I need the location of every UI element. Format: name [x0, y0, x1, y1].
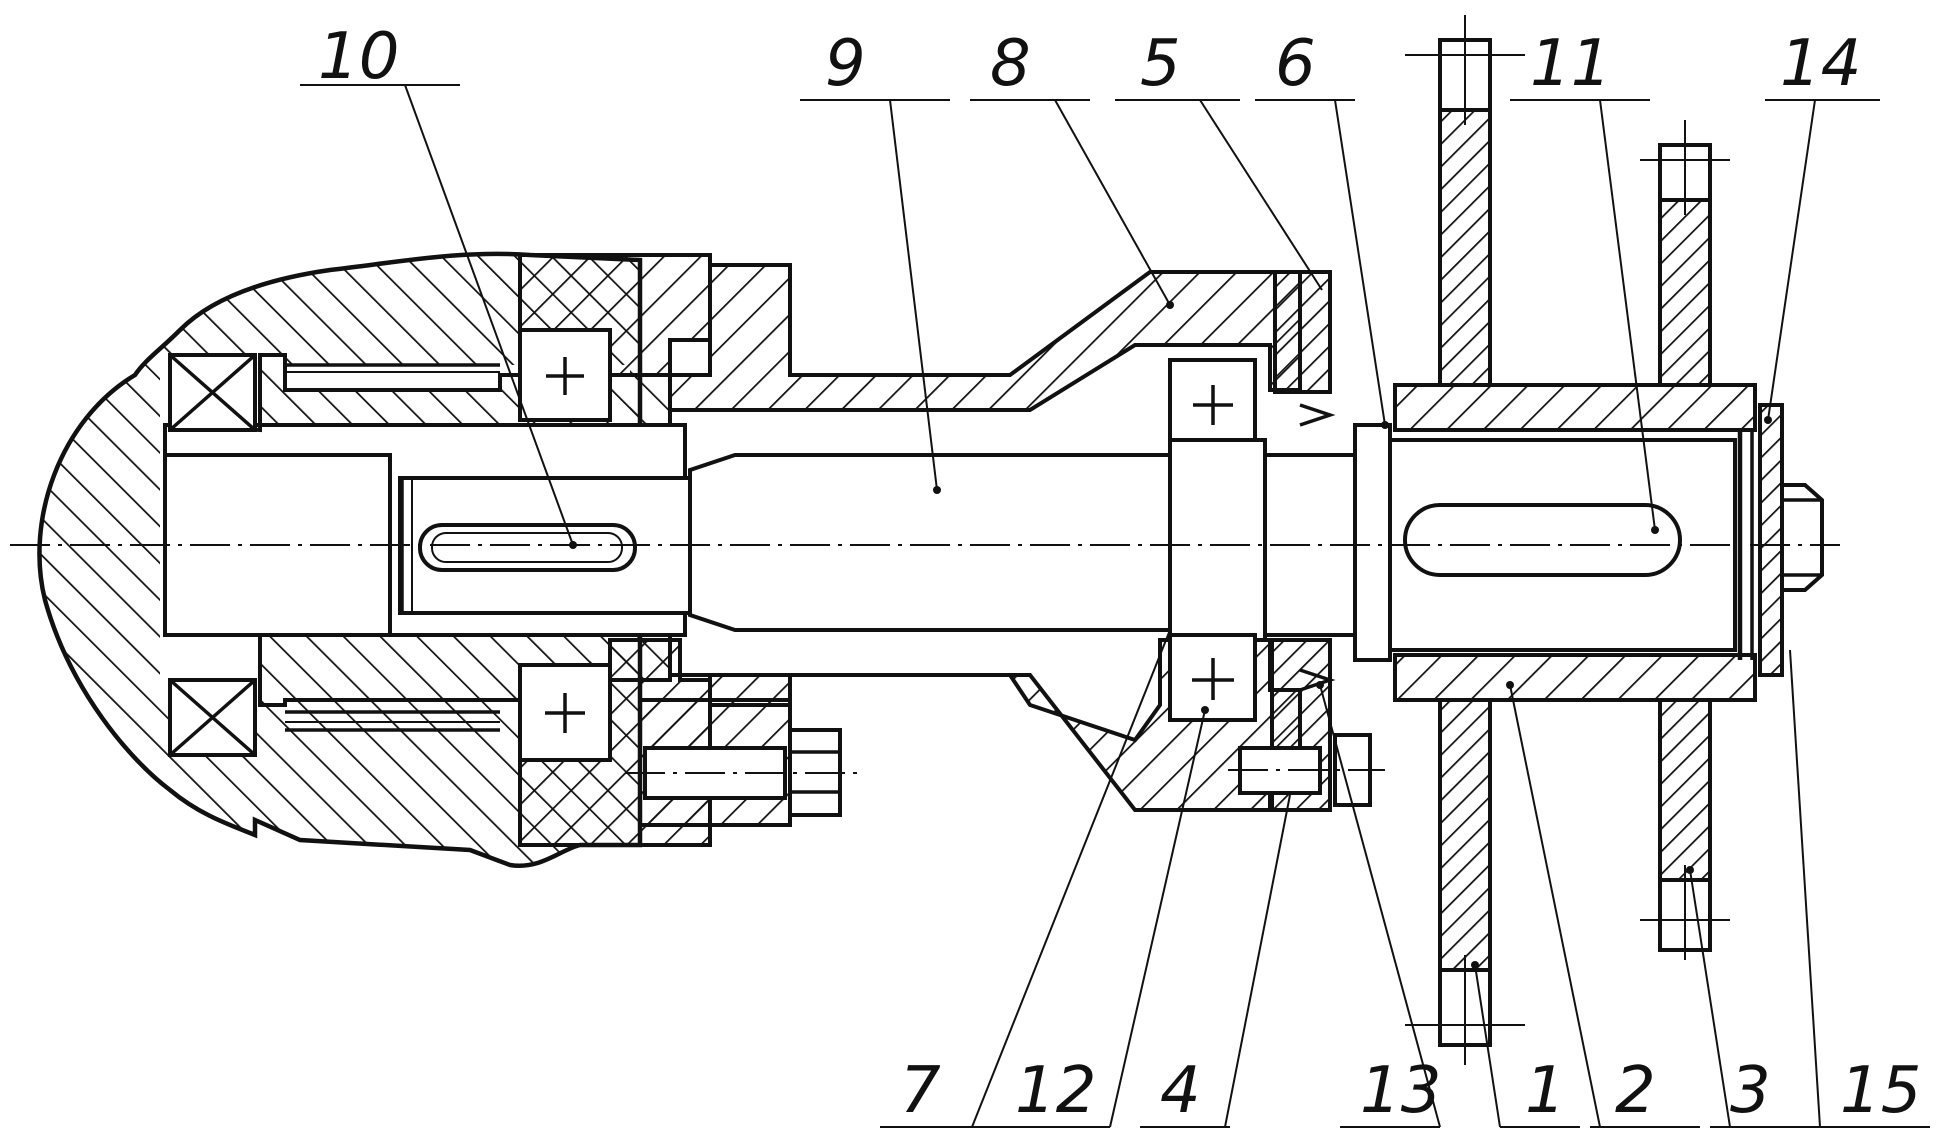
- bolts: [625, 728, 1385, 817]
- shaft-9: [688, 423, 1754, 662]
- callout-1: 1: [1525, 1054, 1566, 1128]
- callout-3: 3: [1730, 1054, 1771, 1128]
- callout-14: 14: [1780, 27, 1861, 101]
- callout-9: 9: [825, 27, 866, 101]
- callout-15: 15: [1840, 1054, 1921, 1128]
- leader-lines: [300, 84, 1930, 1128]
- end-washer-bolt: [1758, 403, 1824, 677]
- sprocket-3: [1640, 120, 1730, 960]
- callout-13: 13: [1360, 1054, 1441, 1128]
- sprocket-1: [1405, 15, 1525, 1065]
- callout-8: 8: [990, 27, 1031, 101]
- callout-7: 7: [900, 1054, 941, 1128]
- callout-4: 4: [1160, 1054, 1201, 1128]
- callout-10: 10: [318, 20, 399, 94]
- callout-5: 5: [1140, 27, 1181, 101]
- left-bearings: [518, 328, 612, 762]
- callout-labels: 10 9 8 5 6 11 14 7 12 4 13 1 2 3 15: [318, 20, 1921, 1128]
- callout-12: 12: [1015, 1054, 1096, 1128]
- hub-2: [1393, 383, 1757, 702]
- callout-6: 6: [1275, 27, 1316, 101]
- callout-2: 2: [1615, 1054, 1656, 1128]
- leader-dots: [569, 301, 1772, 969]
- seal-marks: [1299, 403, 1336, 692]
- right-bearings: [1168, 358, 1257, 722]
- callout-11: 11: [1530, 27, 1611, 101]
